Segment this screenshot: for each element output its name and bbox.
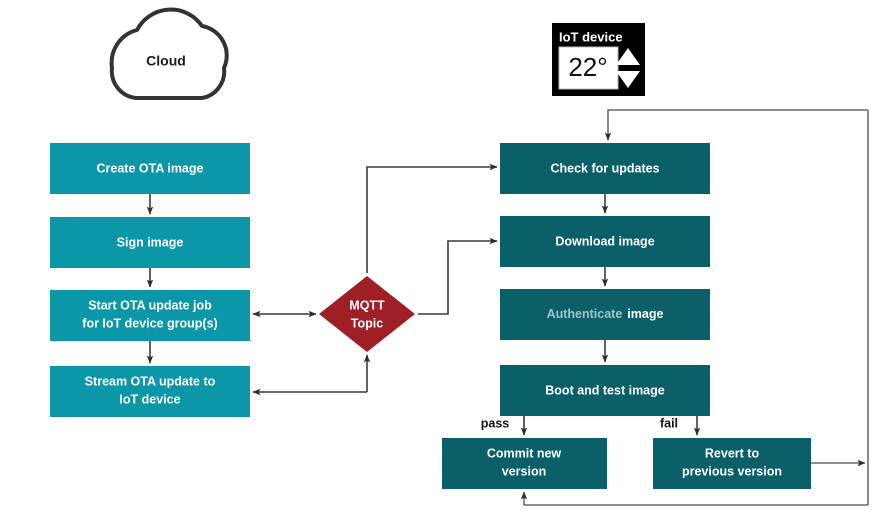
node-label: Authenticate image xyxy=(547,307,664,321)
node-label: Sign image xyxy=(117,235,184,249)
edge-label-fail: fail xyxy=(660,416,678,430)
cloud-node-stream-ota-update[interactable]: Stream OTA update to IoT device xyxy=(50,366,250,417)
node-label: Create OTA image xyxy=(97,161,204,175)
device-node-commit-new-version[interactable]: Commit new version xyxy=(442,438,607,489)
device-node-download-image[interactable]: Download image xyxy=(500,216,710,267)
node-label-line1: Revert to xyxy=(705,446,760,460)
node-label-part1: Authenticate xyxy=(547,307,623,321)
node-label: Download image xyxy=(555,234,654,248)
cloud-icon xyxy=(109,7,229,100)
node-label: Check for updates xyxy=(550,161,659,175)
node-box[interactable] xyxy=(50,366,250,417)
node-label-line1: Start OTA update job xyxy=(88,298,212,312)
node-box[interactable] xyxy=(50,290,250,341)
diamond-label-line1: MQTT xyxy=(349,298,385,312)
node-label-line1: Stream OTA update to xyxy=(85,374,216,388)
diamond-label-line2: Topic xyxy=(351,316,383,330)
mqtt-topic-decision[interactable]: MQTT Topic xyxy=(319,276,415,352)
cloud-icon-group: Cloud xyxy=(109,7,229,100)
iot-device-icon-group: IoT device 22° xyxy=(552,23,645,96)
device-node-check-for-updates[interactable]: Check for updates xyxy=(500,143,710,194)
edge-bottom-rail-to-commit xyxy=(520,491,868,506)
node-box[interactable] xyxy=(653,438,811,489)
device-screen xyxy=(558,46,619,90)
edge-label-pass: pass xyxy=(481,416,510,430)
cloud-node-sign-image[interactable]: Sign image xyxy=(50,217,250,268)
device-temperature: 22° xyxy=(568,52,607,82)
node-box[interactable] xyxy=(50,143,250,194)
node-label-line2: version xyxy=(502,464,546,478)
node-box[interactable] xyxy=(500,365,710,416)
device-title: IoT device xyxy=(559,29,623,44)
device-node-authenticate-image[interactable]: Authenticate image xyxy=(500,289,710,340)
node-box[interactable] xyxy=(50,217,250,268)
node-box[interactable] xyxy=(500,143,710,194)
cloud-node-start-ota-update-job[interactable]: Start OTA update job for IoT device grou… xyxy=(50,290,250,341)
triangle-down-icon[interactable] xyxy=(616,71,640,88)
node-label-line2: IoT device xyxy=(119,392,180,406)
edge-loop-to-check-for-updates xyxy=(604,109,868,141)
diamond-shape[interactable] xyxy=(319,276,415,352)
edge-mqtt-to-download-image xyxy=(418,237,498,315)
edge-mqtt-to-check-for-updates xyxy=(366,163,498,273)
cloud-label: Cloud xyxy=(146,53,186,69)
node-label-line2: previous version xyxy=(682,464,782,478)
node-box[interactable] xyxy=(442,438,607,489)
cloud-node-create-ota-image[interactable]: Create OTA image xyxy=(50,143,250,194)
device-node-revert-to-previous-version[interactable]: Revert to previous version xyxy=(653,438,811,489)
triangle-up-icon[interactable] xyxy=(616,48,640,65)
device-node-boot-and-test-image[interactable]: Boot and test image xyxy=(500,365,710,416)
node-label-part2: image xyxy=(627,307,663,321)
node-label-line1: Commit new xyxy=(487,446,562,460)
node-box[interactable] xyxy=(500,216,710,267)
node-box[interactable] xyxy=(500,289,710,340)
node-label-line2: for IoT device group(s) xyxy=(82,316,217,330)
node-label: Boot and test image xyxy=(545,383,665,397)
